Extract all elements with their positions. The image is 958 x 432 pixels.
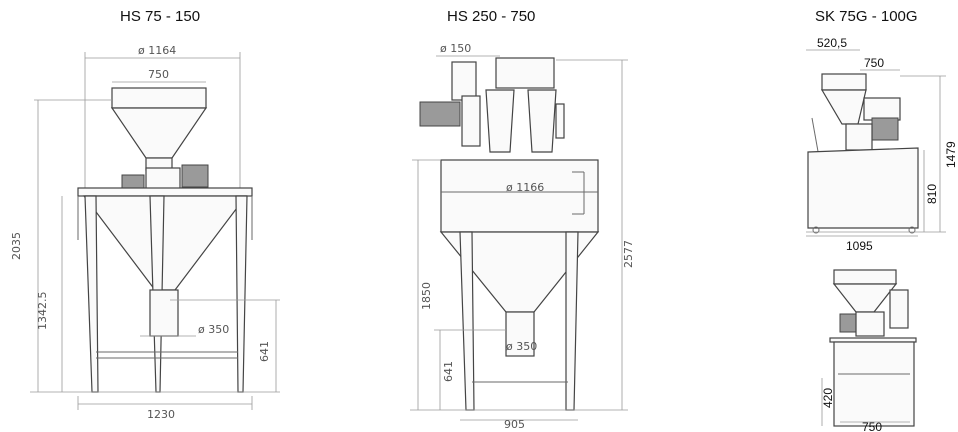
drawing-sk75g: 520,5 750 1479 810 1095 420 750 [806, 36, 958, 432]
dim-offset: 520,5 [817, 36, 847, 50]
dim-base-width: 1230 [147, 408, 175, 421]
dim-hopper-width: 750 [148, 68, 169, 81]
title-hs250: HS 250 - 750 [447, 8, 536, 25]
dim-table-height: 810 [925, 184, 939, 204]
title-hs75: HS 75 - 150 [120, 8, 201, 25]
drawing-hs250: ø 150 ø 1166 ø 350 2577 1850 641 [410, 42, 635, 431]
dim-width: 750 [862, 420, 882, 432]
dim-leg-height: 1342.5 [36, 292, 49, 331]
dim-total-height: 2577 [622, 240, 635, 268]
dim-inlet-diameter: ø 150 [440, 42, 471, 55]
dim-base-width: 905 [504, 418, 525, 431]
dim-outlet-height: 641 [442, 361, 455, 382]
dim-leg-height: 1850 [420, 282, 433, 310]
title-sk75g: SK 75G - 100G [815, 8, 918, 25]
dim-top-diameter: ø 1164 [138, 44, 176, 57]
dim-body-diameter: ø 1166 [506, 181, 544, 194]
dim-outlet: ø 350 [506, 340, 537, 353]
drawing-hs75: ø 1164 750 ø 350 2035 1342.5 [10, 44, 280, 421]
dim-total-height: 1479 [944, 141, 958, 168]
dim-total-height: 2035 [10, 232, 23, 260]
dim-leg-height: 420 [821, 388, 835, 408]
dim-length: 1095 [846, 239, 873, 253]
dim-outlet: ø 350 [198, 323, 229, 336]
dim-outlet-height: 641 [258, 341, 271, 362]
dim-hopper-width: 750 [864, 56, 884, 70]
